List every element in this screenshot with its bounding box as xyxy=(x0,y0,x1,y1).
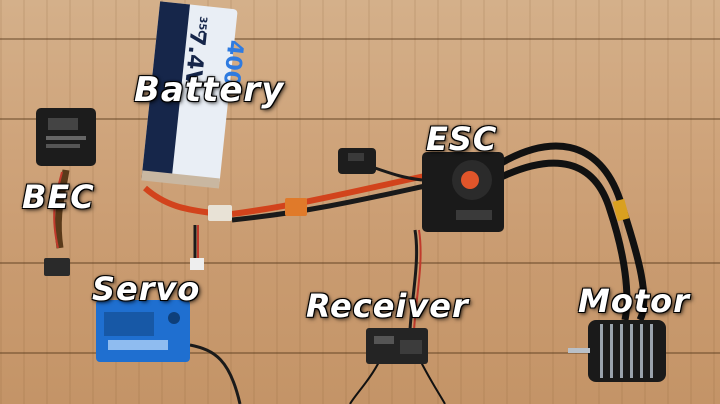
servo-unit xyxy=(96,300,190,362)
receiver-unit xyxy=(366,328,428,364)
motor-wire xyxy=(488,142,648,322)
battery-wire xyxy=(143,185,219,217)
battery-voltage-print: 7.4V xyxy=(179,29,210,87)
battery-c-rating-print: 35C xyxy=(195,16,208,38)
wood-seam xyxy=(0,262,720,264)
motor-unit xyxy=(568,320,666,382)
wood-seam xyxy=(0,38,720,40)
label-esc: ESC xyxy=(426,120,498,158)
bec-module xyxy=(36,108,96,276)
battery-capacity-print: 400 xyxy=(218,39,248,87)
battery-pack xyxy=(141,1,238,189)
label-receiver: Receiver xyxy=(306,287,469,325)
label-motor: Motor xyxy=(578,282,690,320)
esc-power-wire xyxy=(231,173,426,217)
esc-unit xyxy=(422,152,504,232)
wood-seam xyxy=(0,118,720,120)
wood-seam xyxy=(0,352,720,354)
label-bec: BEC xyxy=(22,178,95,216)
label-servo: Servo xyxy=(92,270,201,308)
power-connector xyxy=(285,198,307,216)
balance-connector xyxy=(208,205,232,221)
label-battery: Battery xyxy=(134,70,285,110)
